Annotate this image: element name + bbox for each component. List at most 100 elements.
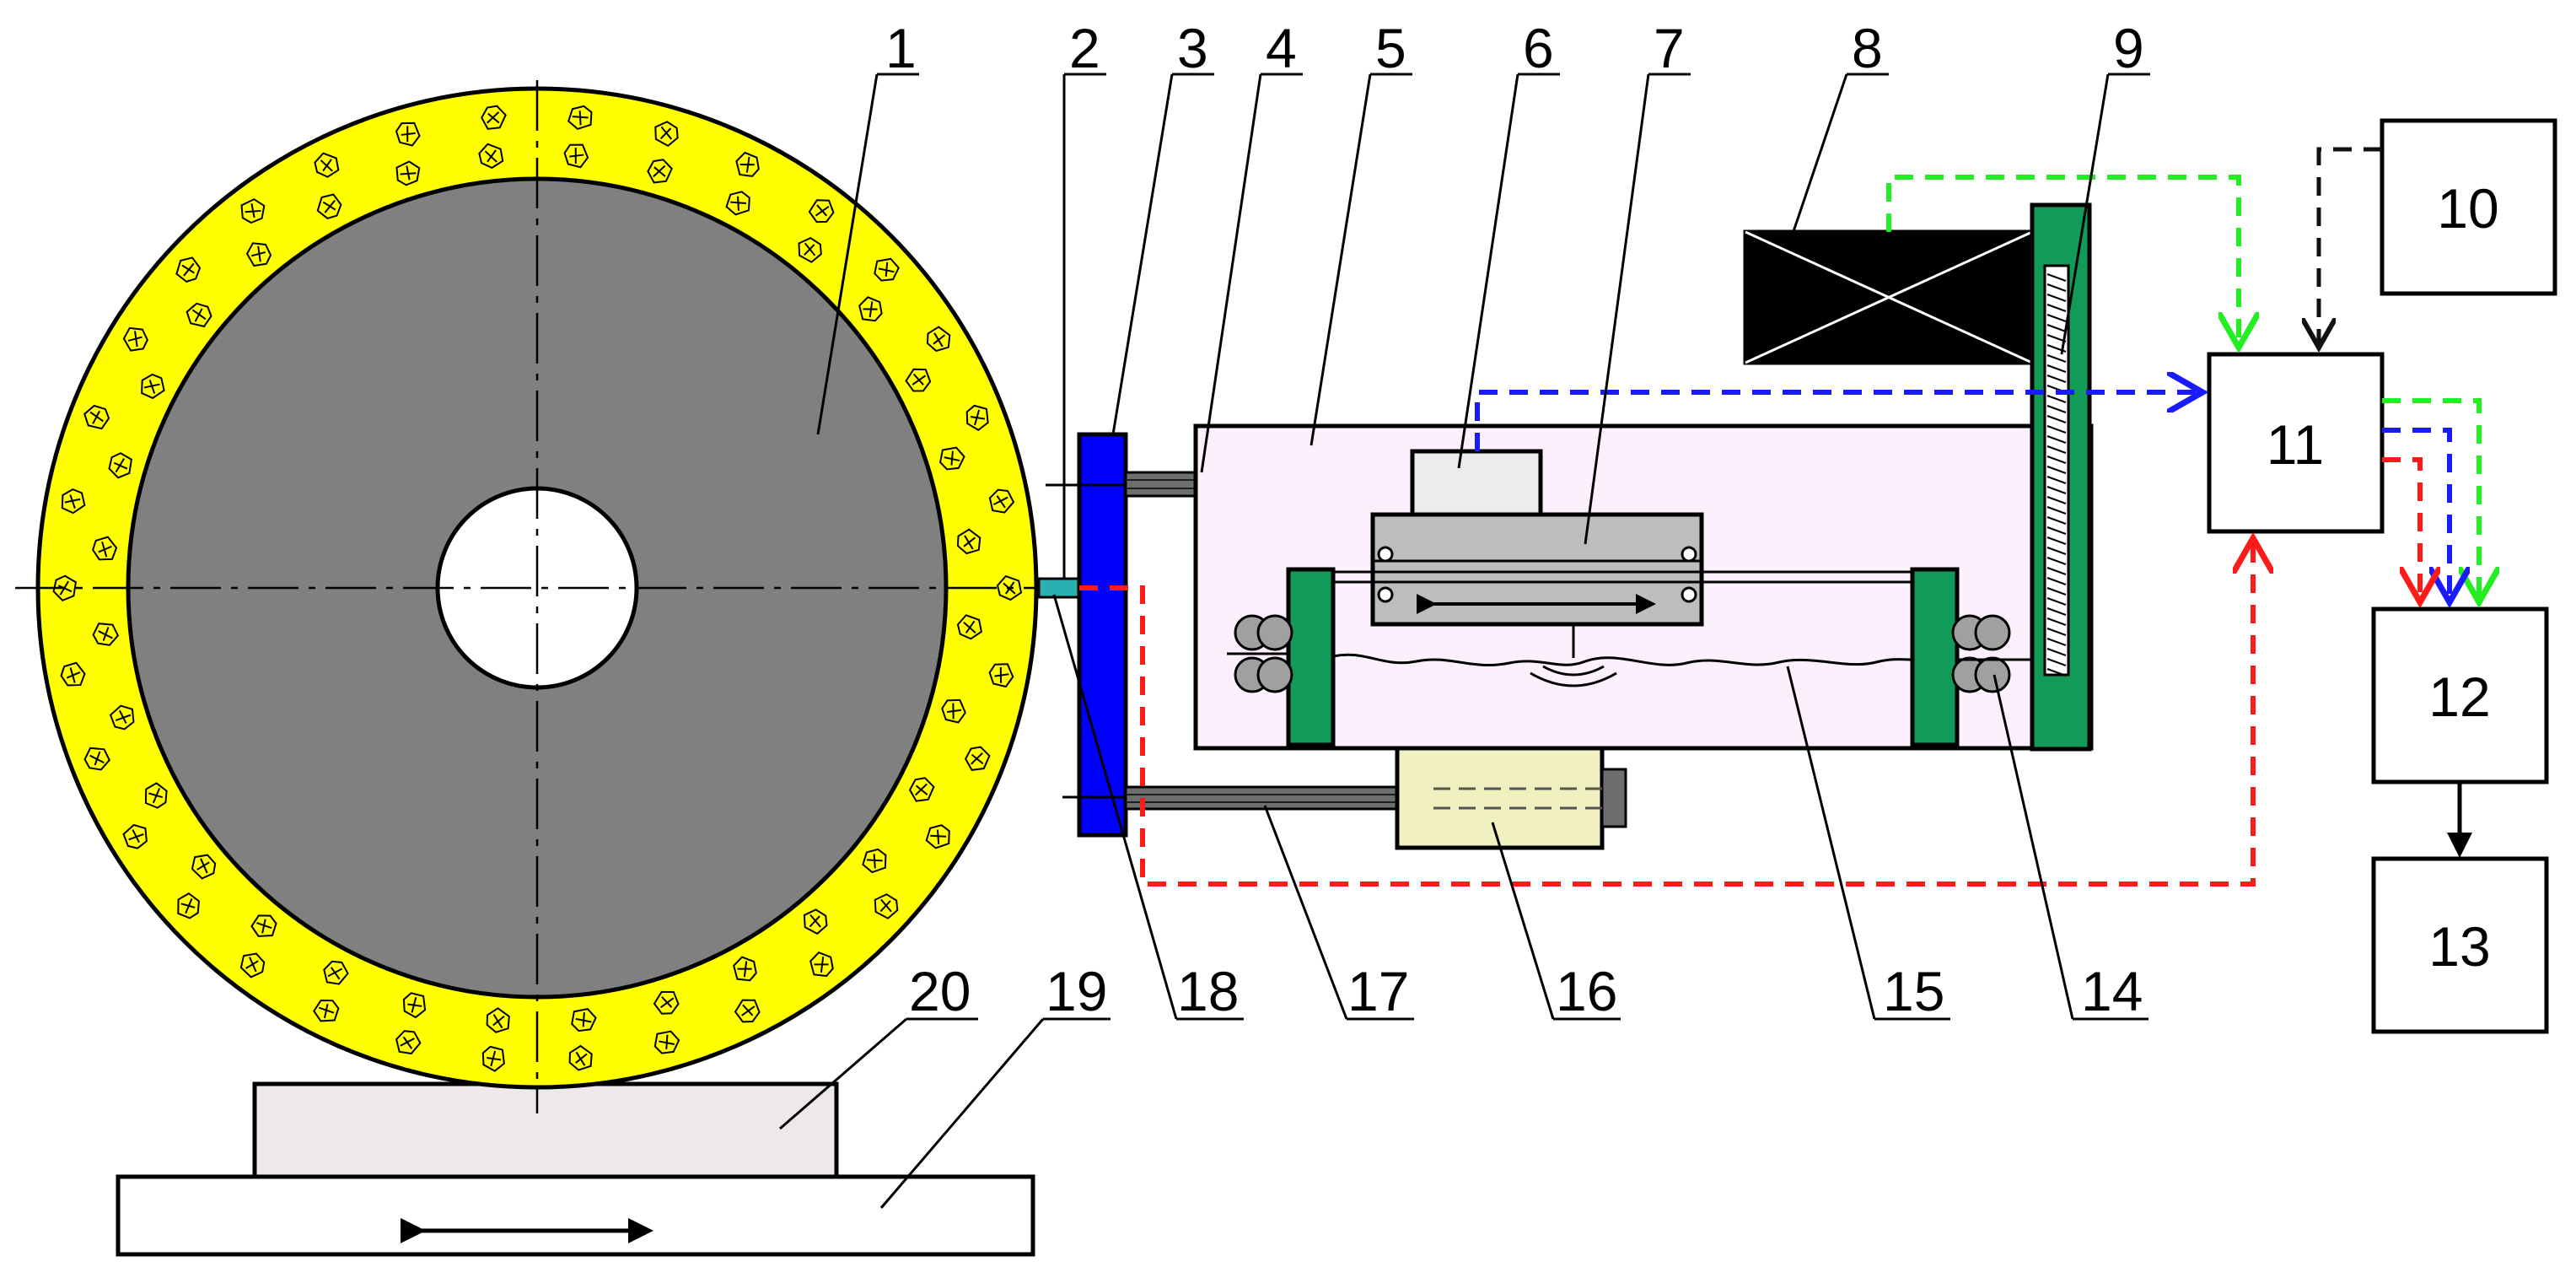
block-11-label: 11 xyxy=(2267,413,2325,476)
abrasive-grain xyxy=(395,121,421,147)
signal-11-to-12-blue xyxy=(2382,428,2450,602)
scale-tick xyxy=(2046,314,2067,322)
abrasive-grain xyxy=(908,777,935,802)
scale-tick xyxy=(2046,496,2067,504)
signal-line-red xyxy=(1079,538,2253,887)
callout-3: 3 xyxy=(1111,17,1214,435)
scale-tick xyxy=(2046,668,2067,677)
abrasive-grain xyxy=(964,746,991,771)
rod-17 xyxy=(1124,785,1399,811)
abrasive-grain xyxy=(481,1045,505,1072)
scale-tick xyxy=(2046,354,2067,363)
abrasive-grain xyxy=(925,824,950,849)
abrasive-grain xyxy=(245,242,272,267)
scale-tick xyxy=(2046,658,2067,666)
block-10 xyxy=(2380,118,2557,296)
abrasive-grain xyxy=(191,854,217,880)
scale-tick xyxy=(2046,435,2067,444)
abrasive-grain xyxy=(481,105,507,130)
signal-line-green xyxy=(1886,175,2239,348)
callout-7: 7 xyxy=(1584,17,1691,545)
callout-14: 14 xyxy=(1993,674,2148,1022)
abrasive-grain xyxy=(395,1030,422,1055)
abrasive-grain xyxy=(808,199,835,224)
abrasive-grain xyxy=(239,952,266,978)
svg-text:14: 14 xyxy=(2081,960,2143,1022)
abrasive-grain xyxy=(60,661,86,687)
scale-tick xyxy=(2046,567,2067,575)
abrasive-grain xyxy=(803,908,828,935)
abrasive-grain xyxy=(647,159,673,184)
scale-tick xyxy=(2046,324,2067,332)
abrasive-grain xyxy=(478,143,504,170)
scale-tick xyxy=(2046,466,2067,474)
block-13 xyxy=(2371,856,2549,1034)
abrasive-grain xyxy=(725,191,750,216)
svg-text:6: 6 xyxy=(1523,17,1554,79)
roller-pair-left xyxy=(1234,614,1293,693)
svg-text:19: 19 xyxy=(1046,960,1107,1022)
scale-tick xyxy=(2046,294,2067,302)
abrasive-grain xyxy=(122,823,148,849)
abrasive-grain xyxy=(653,990,680,1015)
cylinder-16 xyxy=(1395,746,1627,850)
scale-tick xyxy=(2046,516,2067,525)
callout-1: 1 xyxy=(816,17,919,435)
svg-text:5: 5 xyxy=(1375,17,1406,79)
abrasive-grain xyxy=(108,452,133,479)
block-11 xyxy=(2207,352,2385,534)
callout-5: 5 xyxy=(1310,17,1412,446)
abrasive-grain xyxy=(988,488,1015,514)
abrasive-grain xyxy=(798,237,822,263)
svg-text:8: 8 xyxy=(1852,17,1883,79)
abrasive-grain xyxy=(122,326,148,352)
abrasive-grain xyxy=(186,302,212,328)
scale-tick xyxy=(2046,617,2067,626)
abrasive-grain xyxy=(395,160,421,186)
scale-tick xyxy=(2046,415,2067,423)
block-12 xyxy=(2371,606,2549,784)
roller-pair-right-14 xyxy=(1951,614,2011,693)
scale-tick xyxy=(2046,405,2067,413)
actuator-8 xyxy=(1743,229,2035,365)
scale-tick xyxy=(2046,456,2067,464)
abrasive-grain xyxy=(316,193,342,220)
abrasive-grain xyxy=(653,1030,680,1054)
callout-2: 2 xyxy=(1062,17,1106,579)
scale-tick xyxy=(2046,557,2067,565)
scale-tick xyxy=(2046,283,2067,292)
abrasive-grain xyxy=(486,1007,510,1033)
callout-19: 19 xyxy=(879,960,1111,1209)
sensor-housing-6 xyxy=(1410,449,1543,517)
abrasive-grain xyxy=(809,951,834,978)
svg-text:1: 1 xyxy=(885,17,917,79)
svg-text:17: 17 xyxy=(1347,960,1409,1022)
abrasive-grain xyxy=(926,326,951,353)
scale-tick xyxy=(2046,547,2067,555)
callout-15: 15 xyxy=(1786,666,1950,1022)
abrasive-grain xyxy=(568,1044,593,1071)
callout-8: 8 xyxy=(1786,17,1889,250)
abrasive-grain xyxy=(874,893,899,919)
abrasive-grain xyxy=(402,992,427,1019)
abrasive-grain xyxy=(83,747,110,771)
grinding-wheel-1 xyxy=(15,80,1062,1113)
abrasive-grain xyxy=(905,368,932,392)
svg-text:9: 9 xyxy=(2113,17,2144,79)
abrasive-grain xyxy=(141,373,165,400)
abrasive-grain xyxy=(83,404,110,430)
guide-block-right xyxy=(1910,567,1960,747)
callout-18: 18 xyxy=(1052,594,1244,1022)
scale-tick xyxy=(2046,526,2067,535)
abrasive-grain xyxy=(734,999,761,1023)
svg-text:3: 3 xyxy=(1177,17,1208,79)
block-12-label: 12 xyxy=(2428,666,2490,728)
abrasive-grains xyxy=(52,105,1023,1072)
scale-tick xyxy=(2046,395,2067,403)
abrasive-grain xyxy=(61,488,86,515)
scale-tick xyxy=(2046,536,2067,545)
abrasive-grain xyxy=(177,892,200,919)
abrasive-grain xyxy=(92,536,118,561)
signal-line-black xyxy=(2319,147,2382,348)
